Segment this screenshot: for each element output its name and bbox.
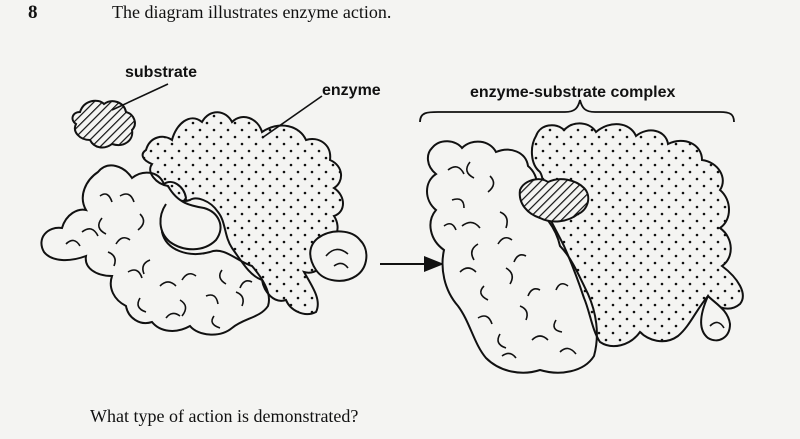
- complex-brace: [419, 99, 735, 123]
- substrate-label: substrate: [125, 64, 198, 81]
- complex-curl-molecule: [426, 140, 598, 374]
- question-prompt: What type of action is demonstrated?: [90, 406, 359, 426]
- question-number: 8: [28, 2, 38, 23]
- substrate-molecule: [71, 83, 169, 149]
- complex-enzyme: [530, 122, 744, 348]
- left-small-blob: [309, 230, 368, 282]
- enzyme-label: enzyme: [322, 82, 381, 99]
- substrate-leader-line: [111, 83, 169, 111]
- left-enzyme: [141, 111, 344, 316]
- enzyme-leader-line: [261, 95, 323, 139]
- complex-label: enzyme-substrate complex: [470, 84, 676, 101]
- question-text: The diagram illustrates enzyme action.: [112, 2, 392, 22]
- complex-bound-substrate: [518, 178, 590, 223]
